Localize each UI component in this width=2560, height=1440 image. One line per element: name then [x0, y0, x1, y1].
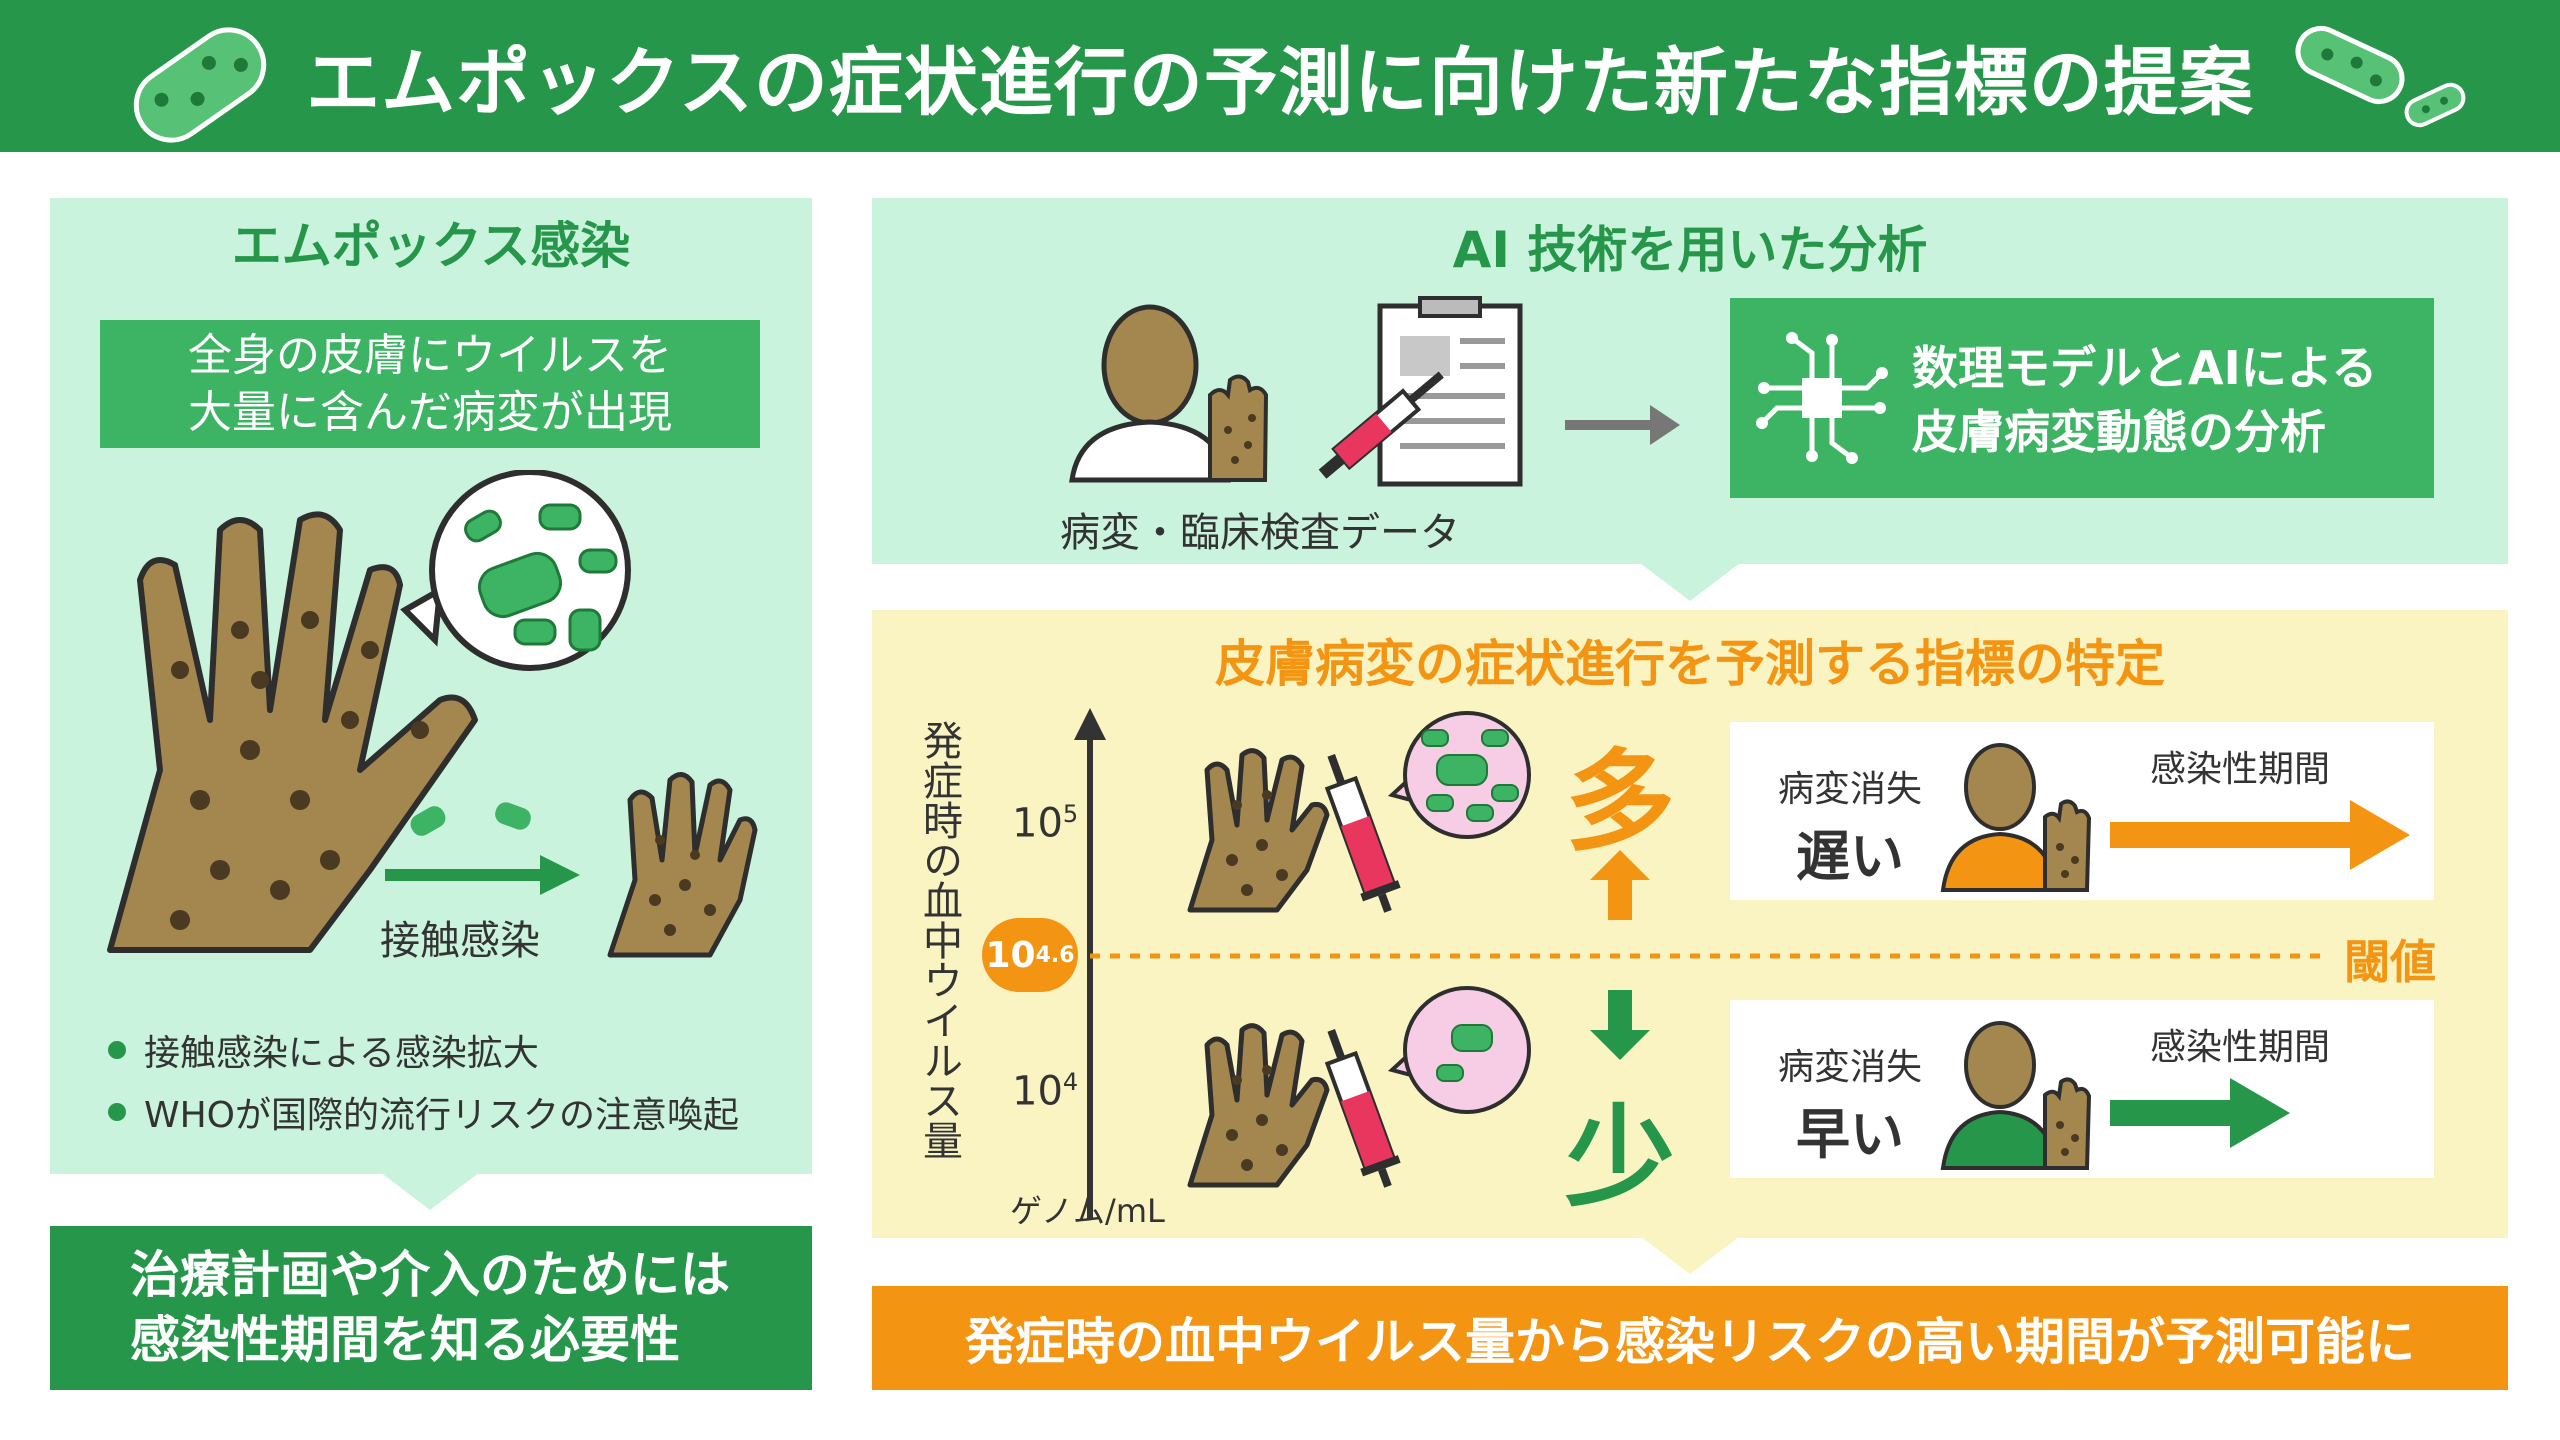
- unit-label: ゲノム/mL: [1010, 1192, 1165, 1230]
- conclusion-box: 発症時の血中ウイルス量から感染リスクの高い期間が予測可能に: [872, 1286, 2508, 1390]
- pointer-down-icon: [1640, 563, 1740, 601]
- arrow-right-icon: [385, 855, 580, 895]
- need-text-line2: 感染性期間を知る必要性: [130, 1311, 680, 1369]
- model-box: [1730, 298, 2434, 498]
- page-title: エムポックスの症状進行の予測に向けた新たな指標の提案: [306, 39, 2254, 126]
- small-hand-illustration: [607, 772, 758, 958]
- y-axis-arrow: [1074, 708, 1106, 1220]
- hand-syringe-low-illustration: [1187, 986, 1531, 1188]
- infection-title: エムポックス感染: [231, 217, 631, 275]
- model-text: 数理モデルとAIによる 皮膚病変動態の分析: [1912, 336, 2412, 465]
- contact-infection-label: 接触感染: [380, 918, 540, 964]
- fast-resolution-text: 病変消失 早い: [1760, 1038, 1940, 1169]
- pointer-down-icon: [1640, 1236, 1740, 1274]
- tick-high: 105: [1012, 800, 1079, 847]
- model-text-line2: 皮膚病変動態の分析: [1912, 405, 2326, 460]
- arrow-down-icon: [1590, 990, 1650, 1060]
- hand-syringe-high-illustration: [1187, 711, 1531, 913]
- y-axis-label: 発症時の血中ウイルス量: [916, 720, 962, 1160]
- pointer-down-icon: [380, 1172, 480, 1210]
- bullet-dot-icon: [108, 1041, 126, 1059]
- ai-title: AI 技術を用いた分析: [1452, 221, 1928, 279]
- virus-particles-icon: [410, 802, 531, 836]
- infectious-period-label: 感染性期間: [2150, 1027, 2331, 1068]
- circuit-chip-icon: [1756, 332, 1888, 464]
- lesion-box: 全身の皮膚にウイルスを 大量に含んだ病変が出現: [100, 320, 760, 448]
- header-bar: [0, 0, 2560, 152]
- long-period-arrow: [2110, 800, 2410, 870]
- clinical-data-icon: [1318, 296, 1523, 487]
- patient-orange-icon: [1940, 743, 2092, 892]
- few-label: 少: [1565, 1094, 1675, 1222]
- slow-resolution-text: 病変消失 遅い: [1760, 760, 1940, 891]
- threshold-line: [1090, 953, 2330, 959]
- clinical-data-label: 病変・臨床検査データ: [1060, 510, 1460, 556]
- lesion-disappear-label: 病変消失: [1777, 1047, 1922, 1088]
- bullet-text: 接触感染による感染拡大: [144, 1033, 539, 1074]
- infectious-period-label: 感染性期間: [2150, 749, 2331, 790]
- virus-icon: [2295, 25, 2405, 105]
- fast-label: 早い: [1796, 1103, 1904, 1166]
- lesion-disappear-label: 病変消失: [1777, 769, 1922, 810]
- indicator-title: 皮膚病変の症状進行を予測する指標の特定: [1215, 635, 2165, 693]
- bullet-text: WHOが国際的流行リスクの注意喚起: [144, 1095, 740, 1136]
- bullet-dot-icon: [108, 1103, 126, 1121]
- virus-icon: [2404, 82, 2466, 128]
- lesion-text-line1: 全身の皮膚にウイルスを: [188, 329, 672, 381]
- bullet-item: 接触感染による感染拡大: [108, 1024, 539, 1076]
- need-box: 治療計画や介入のためには 感染性期間を知る必要性: [50, 1226, 812, 1390]
- arrow-up-icon: [1590, 850, 1650, 920]
- patient-green-icon: [1940, 1021, 2092, 1170]
- many-label: 多: [1565, 738, 1675, 866]
- lesion-text-line2: 大量に含んだ病変が出現: [188, 387, 672, 438]
- patient-icon: [1069, 304, 1269, 483]
- arrow-right-icon: [1565, 405, 1680, 445]
- bullet-item: WHOが国際的流行リスクの注意喚起: [108, 1086, 739, 1138]
- virus-icon: [133, 27, 267, 143]
- slow-label: 遅い: [1796, 825, 1904, 888]
- threshold-label: 閾値: [2344, 935, 2436, 989]
- conclusion-text: 発症時の血中ウイルス量から感染リスクの高い期間が予測可能に: [965, 1313, 2415, 1371]
- tick-low: 104: [1012, 1068, 1079, 1115]
- short-period-arrow: [2110, 1078, 2290, 1148]
- need-text-line1: 治療計画や介入のためには: [130, 1246, 730, 1304]
- infected-hand-illustration: [107, 470, 631, 953]
- model-text-line1: 数理モデルとAIによる: [1912, 341, 2378, 395]
